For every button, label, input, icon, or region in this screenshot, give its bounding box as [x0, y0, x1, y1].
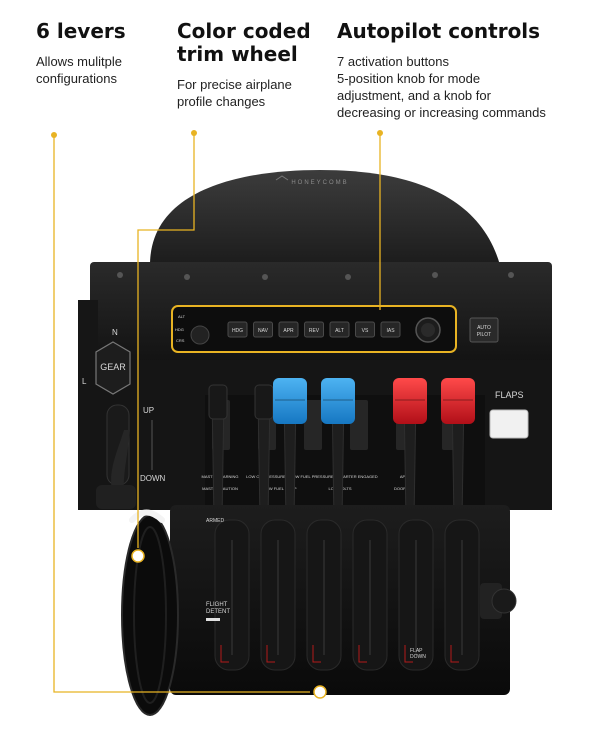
gear-up-label: UP [143, 406, 154, 415]
annunciator-label: LOW FUEL PUMP [264, 486, 297, 491]
trim-wheel-white-marker [129, 509, 165, 523]
autopilot-button[interactable]: AUTO PILOT [469, 317, 499, 343]
gear-down-label: DOWN [140, 474, 166, 483]
ap-button-label: IAS [386, 328, 395, 334]
throttle-lever-4[interactable] [321, 378, 355, 521]
feature-title: Color coded trim wheel [177, 19, 311, 66]
flaps-switch[interactable] [489, 409, 529, 439]
svg-text:AUTO: AUTO [477, 325, 491, 331]
callout-dots [51, 130, 383, 138]
top-dome [150, 170, 500, 265]
lever-handle[interactable] [273, 378, 307, 424]
gear-indicator [95, 341, 131, 395]
feature-title: 6 levers [36, 19, 126, 43]
ap-button-label: NAV [258, 328, 269, 334]
svg-text:DOWN: DOWN [410, 654, 426, 660]
feature-title: Autopilot controls [337, 19, 541, 43]
lever-handle[interactable] [321, 378, 355, 424]
lever-handle[interactable] [208, 384, 228, 420]
trim-wheel[interactable] [121, 509, 179, 716]
callout-levers [53, 135, 310, 693]
svg-text:FLIGHT: FLIGHT [206, 602, 228, 608]
svg-text:CRS: CRS [176, 338, 185, 343]
throttle-lever-5[interactable] [393, 378, 427, 521]
feature-autopilot: Autopilot controls 7 activation buttons … [337, 20, 592, 121]
annunciator-label: STARTER ENGAGED [338, 474, 378, 479]
ap-button-label: VS [362, 328, 369, 334]
annunciator-label: LOW FUEL PRESSURE [290, 474, 334, 479]
brand-logo: HONEYCOMB [275, 175, 348, 186]
svg-text:PILOT: PILOT [477, 332, 491, 338]
armed-label: ARMED [206, 518, 224, 524]
ap-button-hdg[interactable]: HDG [227, 321, 248, 338]
ap-button-label: REV [309, 328, 320, 334]
mode-knob-labels: ALT HDG CRS [175, 314, 186, 343]
ap-button-apr[interactable]: APR [278, 321, 299, 338]
svg-text:DETENT: DETENT [206, 609, 230, 615]
side-knob[interactable] [480, 583, 517, 619]
callout-lines [53, 133, 381, 693]
annunciator-label: DOOR [394, 486, 406, 491]
callout-trim-end [131, 549, 145, 563]
lever-handle[interactable] [254, 384, 274, 420]
feature-description: 7 activation buttons 5-position knob for… [337, 54, 546, 120]
ap-button-alt[interactable]: ALT [329, 321, 350, 338]
ap-button-ias[interactable]: IAS [380, 321, 401, 338]
flight-detent-label: FLIGHT DETENT [206, 602, 230, 621]
gear-n-label: N [112, 328, 118, 337]
ap-button-vs[interactable]: VS [355, 321, 375, 338]
svg-text:HDG: HDG [175, 327, 184, 332]
gear-lever-section: N L GEAR UP DOWN [82, 328, 166, 509]
lever-handle[interactable] [441, 378, 475, 424]
annunciator-label: APU [400, 474, 408, 479]
svg-text:ALT: ALT [178, 314, 186, 319]
lever-slot [304, 400, 322, 450]
ap-button-label: ALT [335, 328, 344, 334]
ap-button-rev[interactable]: REV [304, 321, 324, 338]
flaps-label: FLAPS [495, 390, 524, 400]
throttle-lever-1[interactable] [208, 384, 228, 521]
ap-button-label: HDG [232, 328, 243, 334]
gear-l-label: L [82, 377, 87, 386]
feature-levers: 6 levers Allows mulitple configurations [36, 20, 171, 87]
throttle-lever-2[interactable] [254, 384, 274, 521]
feature-description: For precise airplane profile changes [177, 77, 292, 109]
callout-trim-wheel [137, 133, 195, 548]
ap-button-nav[interactable]: NAV [253, 321, 273, 338]
brand-text: HONEYCOMB [291, 180, 348, 186]
feature-trim-wheel: Color coded trim wheel For precise airpl… [177, 20, 327, 110]
panel-screws [117, 272, 514, 280]
svg-text:FLAP: FLAP [410, 648, 423, 654]
callout-levers-end [313, 685, 327, 699]
gear-lever[interactable] [111, 430, 130, 500]
feature-description: Allows mulitple configurations [36, 54, 122, 86]
levers [208, 378, 475, 521]
flap-down-label: FLAP DOWN [410, 648, 426, 660]
ap-button-label: APR [283, 328, 294, 334]
lever-handle[interactable] [393, 378, 427, 424]
mode-selector-knob[interactable] [190, 325, 210, 345]
gear-label: GEAR [100, 362, 126, 372]
base-slots [214, 519, 480, 671]
autopilot-buttons: HDG NAV APR REV ALT VS IAS [227, 321, 401, 338]
